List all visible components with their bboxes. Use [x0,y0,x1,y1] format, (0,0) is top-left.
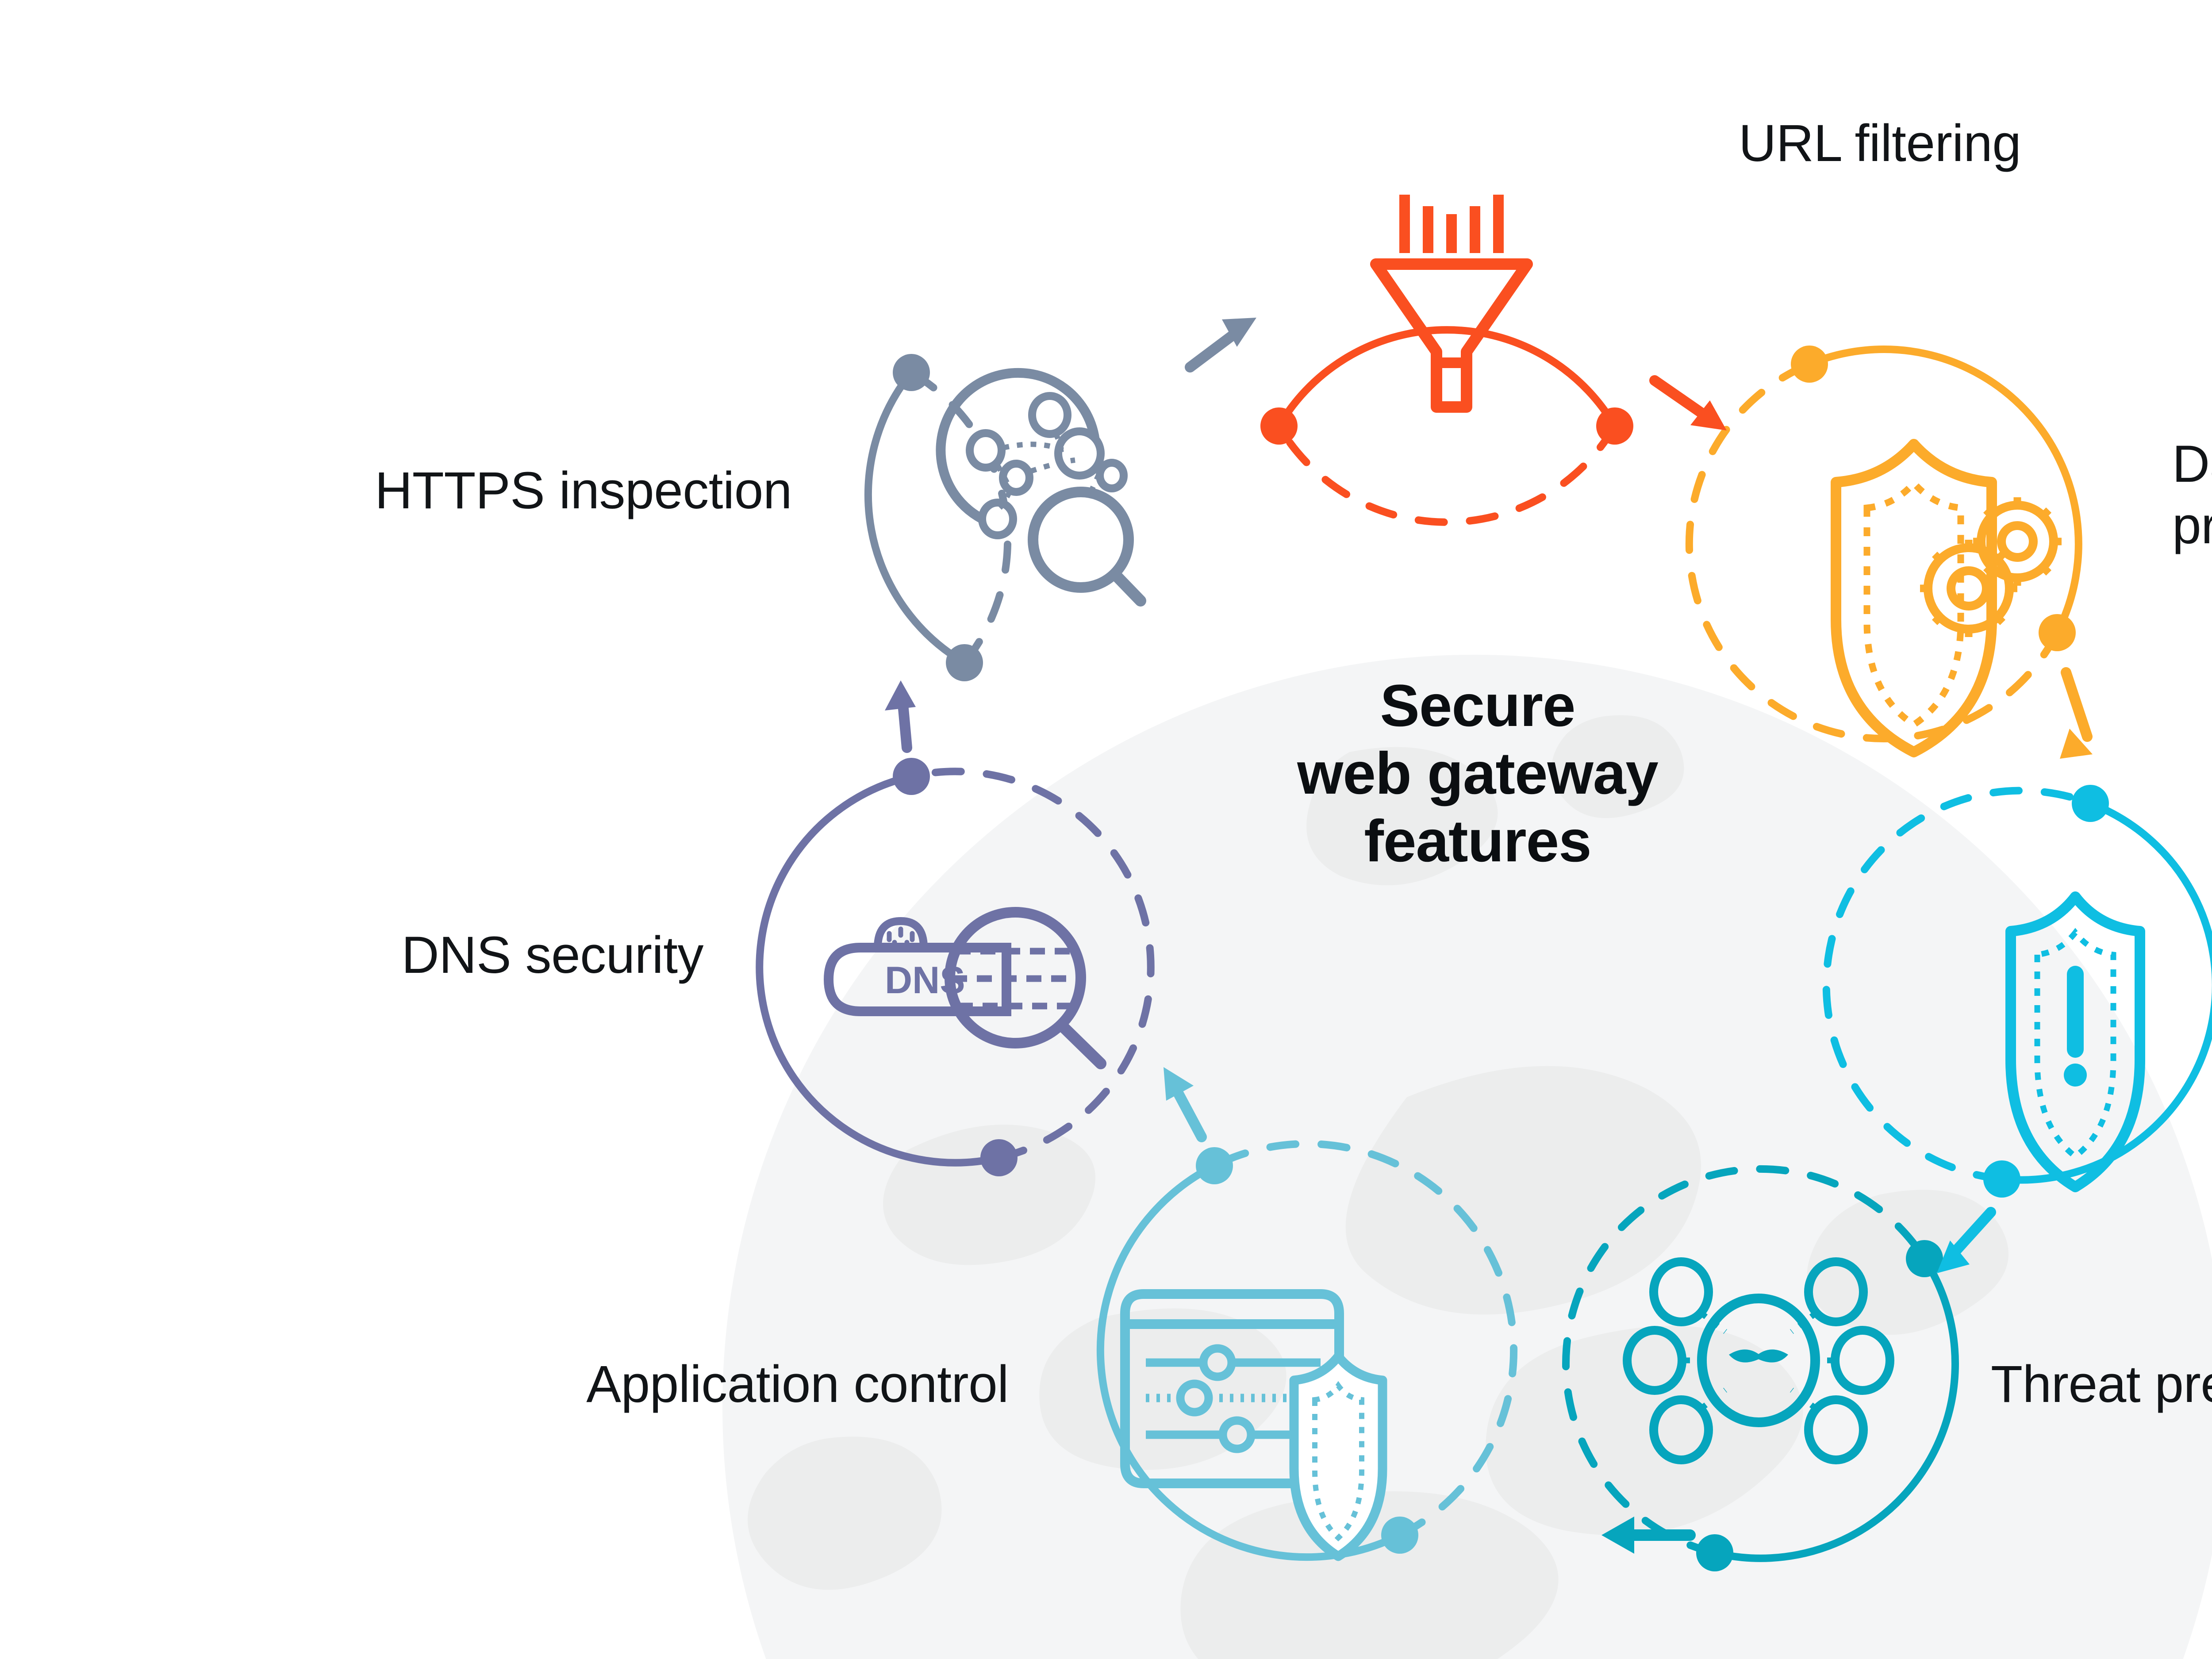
node-dot-appcontrol-out [1196,1147,1233,1184]
node-dot-threat-out [1696,1534,1733,1571]
node-dot-https-in [946,644,983,681]
label-url-filtering: URL filtering [1739,114,2021,173]
node-dot-dlp-out [2039,614,2076,651]
feature-circle-url-filtering[interactable] [1260,195,1633,526]
node-dot-url-filtering-in [1260,407,1298,445]
network-magnifier-icon [936,368,1146,607]
arrow-threat-to-appcontrol [1601,1517,1696,1554]
arrow-https-to-url [1185,318,1256,373]
arrow-dlp-to-antivirus [2060,667,2093,759]
node-dot-appcontrol-in [1381,1517,1418,1554]
arrow-dns-to-https [885,680,916,753]
label-application-control: Application control [586,1355,1009,1413]
feature-circle-application-control[interactable] [1096,1140,1518,1561]
shield-gears-icon [1831,439,2062,757]
page-title: Secure web gateway features [1297,673,1659,874]
node-dot-dns-out [893,758,930,795]
node-dot-antivirus-out [1983,1160,2020,1198]
botnet-face-icon [1623,1257,1894,1464]
label-dns-security: DNS security [401,926,704,984]
label-data-loss-prevention: Data loss prevention (DLP) [2172,435,2212,555]
feature-circle-dns-security[interactable]: DNS [756,758,1155,1176]
label-https-inspection: HTTPS inspection [375,461,792,520]
funnel-icon [1370,195,1533,413]
feature-circle-threat-prevention[interactable] [1562,1165,1959,1571]
arrow-url-to-dlp [1649,375,1727,430]
arrow-appcontrol-to-dns [1164,1067,1207,1142]
node-dot-dlp-in [1791,346,1828,383]
label-threat-prevention: Threat prevention [1991,1355,2212,1413]
node-dot-threat-in [1906,1240,1943,1277]
node-dot-https-out [893,354,930,391]
dns-magnifier-icon: DNS [823,907,1106,1069]
node-dot-url-filtering-out [1596,407,1633,445]
feature-circle-https-inspection[interactable] [864,354,1146,681]
arrow-antivirus-to-threat [1937,1207,1996,1273]
feature-circle-antivirus[interactable] [1822,785,2212,1198]
node-dot-dns-in [980,1139,1018,1176]
flow-arrows [885,318,2093,1554]
node-dot-antivirus-in [2072,785,2109,822]
app-window-shield-icon [1120,1289,1387,1561]
shield-alert-icon [2005,891,2145,1192]
feature-circle-data-loss-prevention[interactable] [1685,346,2082,757]
